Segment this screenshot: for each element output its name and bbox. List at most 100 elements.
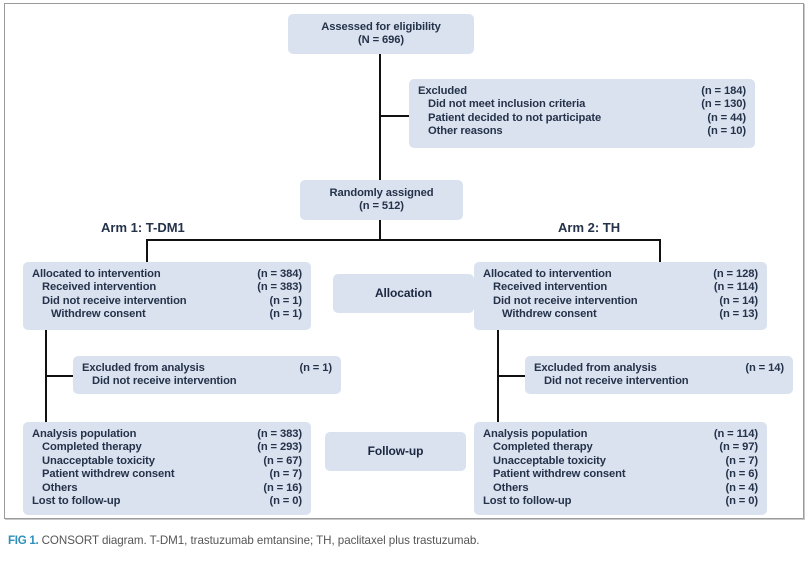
followup-row: Others (n = 4) — [483, 482, 758, 495]
followup-label: Patient withdrew consent — [42, 468, 175, 481]
followup-label: Patient withdrew consent — [493, 468, 626, 481]
excluded-count: (n = 44) — [707, 111, 746, 124]
randomized-title: Randomly assigned — [329, 186, 434, 199]
followup-row: Completed therapy (n = 97) — [483, 441, 758, 454]
followup-label: Others — [493, 481, 529, 494]
followup-label: Completed therapy — [42, 441, 142, 454]
excluded-analysis-label: Excluded from analysis — [534, 362, 657, 374]
allocation-row: Did not receive intervention (n = 14) — [483, 295, 758, 308]
excluded-analysis-row: Did not receive intervention — [82, 375, 332, 388]
allocation-label: Withdrew consent — [502, 308, 597, 321]
allocation-label: Received intervention — [42, 281, 157, 294]
allocation-row: Did not receive intervention (n = 1) — [32, 295, 302, 308]
allocation-count: (n = 383) — [257, 281, 302, 294]
excluded-row: Other reasons (n = 10) — [418, 125, 746, 138]
excluded-count: (n = 184) — [701, 85, 746, 97]
followup-count: (n = 97) — [719, 441, 758, 454]
box-excluded: Excluded (n = 184) Did not meet inclusio… — [409, 79, 755, 148]
connector-arm2-to-excluded-analysis — [497, 375, 529, 377]
excluded-label: Other reasons — [428, 125, 503, 138]
connector-randomized-down — [379, 209, 381, 241]
excluded-row: Excluded (n = 184) — [418, 85, 746, 98]
allocation-row: Received intervention (n = 383) — [32, 281, 302, 294]
excluded-count: (n = 130) — [701, 98, 746, 111]
followup-row: Unacceptable toxicity (n = 7) — [483, 455, 758, 468]
connector-arm1-to-excluded-analysis — [45, 375, 77, 377]
allocation-label: Did not receive intervention — [493, 294, 638, 307]
randomized-count: (n = 512) — [359, 200, 404, 212]
allocation-count: (n = 114) — [713, 281, 758, 294]
followup-count: (n = 383) — [257, 428, 302, 440]
figure-number: FIG 1. — [8, 534, 39, 547]
allocation-count: (n = 13) — [719, 308, 758, 321]
followup-row: Unacceptable toxicity (n = 67) — [32, 455, 302, 468]
allocation-row: Allocated to intervention (n = 128) — [483, 268, 758, 281]
followup-count: (n = 6) — [725, 468, 758, 481]
followup-label: Others — [42, 481, 78, 494]
followup-count: (n = 16) — [263, 481, 302, 494]
box-arm2-followup: Analysis population (n = 114) Completed … — [474, 422, 767, 515]
followup-label: Unacceptable toxicity — [493, 454, 606, 467]
allocation-count: (n = 1) — [269, 308, 302, 321]
followup-label: Unacceptable toxicity — [42, 454, 155, 467]
connector-arm2-down — [659, 239, 661, 264]
excluded-label: Did not meet inclusion criteria — [428, 98, 586, 111]
followup-label: Lost to follow-up — [32, 495, 121, 508]
excluded-analysis-label: Did not receive intervention — [92, 375, 237, 388]
excluded-row: Did not meet inclusion criteria (n = 130… — [418, 98, 746, 111]
followup-row: Analysis population (n = 383) — [32, 428, 302, 441]
assessed-count: (N = 696) — [357, 34, 405, 46]
followup-count: (n = 67) — [263, 454, 302, 467]
allocation-label: Received intervention — [493, 281, 608, 294]
connector-arm-split — [146, 239, 661, 241]
followup-row: Patient withdrew consent (n = 7) — [32, 468, 302, 481]
stage-label-followup: Follow-up — [325, 432, 466, 471]
figure-caption-text: CONSORT diagram. T-DM1, trastuzumab emta… — [41, 534, 480, 547]
excluded-analysis-count: (n = 14) — [745, 362, 784, 374]
arm1-header: Arm 1: T-DM1 — [101, 220, 185, 235]
box-arm1-excluded-from-analysis: Excluded from analysis (n = 1) Did not r… — [73, 356, 341, 394]
allocation-count: (n = 128) — [713, 268, 758, 280]
box-arm2-allocation: Allocated to intervention (n = 128) Rece… — [474, 262, 767, 330]
diagram-panel: Assessed for eligibility (N = 696) Exclu… — [4, 3, 804, 519]
figure-caption: FIG 1. CONSORT diagram. T-DM1, trastuzum… — [8, 534, 804, 547]
excluded-row: Patient decided to not participate (n = … — [418, 112, 746, 125]
followup-row: Analysis population (n = 114) — [483, 428, 758, 441]
allocation-label: Withdrew consent — [51, 308, 146, 321]
followup-count: (n = 0) — [269, 495, 302, 508]
allocation-row: Withdrew consent (n = 1) — [32, 308, 302, 321]
followup-count: (n = 114) — [713, 428, 758, 440]
excluded-label: Patient decided to not participate — [428, 111, 602, 124]
allocation-row: Allocated to intervention (n = 384) — [32, 268, 302, 281]
excluded-count: (n = 10) — [707, 125, 746, 138]
followup-count: (n = 293) — [257, 441, 302, 454]
allocation-label: Did not receive intervention — [42, 294, 187, 307]
followup-row: Patient withdrew consent (n = 6) — [483, 468, 758, 481]
assessed-title: Assessed for eligibility — [321, 20, 441, 33]
followup-label: Analysis population — [483, 428, 588, 440]
excluded-analysis-row: Did not receive intervention — [534, 375, 784, 388]
excluded-label: Excluded — [418, 85, 467, 97]
box-arm1-allocation: Allocated to intervention (n = 384) Rece… — [23, 262, 311, 330]
followup-label: Lost to follow-up — [483, 495, 572, 508]
followup-count: (n = 4) — [725, 481, 758, 494]
followup-label: Analysis population — [32, 428, 137, 440]
followup-count: (n = 7) — [725, 454, 758, 467]
followup-count: (n = 7) — [269, 468, 302, 481]
excluded-analysis-row: Excluded from analysis (n = 14) — [534, 362, 784, 375]
followup-label: Completed therapy — [493, 441, 593, 454]
excluded-analysis-count: (n = 1) — [299, 362, 332, 374]
stage-label-allocation: Allocation — [333, 274, 474, 313]
excluded-analysis-label: Excluded from analysis — [82, 362, 205, 374]
followup-row: Lost to follow-up (n = 0) — [483, 495, 758, 508]
allocation-count: (n = 1) — [269, 294, 302, 307]
followup-row: Lost to follow-up (n = 0) — [32, 495, 302, 508]
excluded-analysis-label: Did not receive intervention — [544, 375, 689, 388]
followup-row: Completed therapy (n = 293) — [32, 441, 302, 454]
arm2-header: Arm 2: TH — [558, 220, 621, 235]
allocation-label: Allocated to intervention — [32, 268, 161, 280]
allocation-count: (n = 384) — [257, 268, 302, 280]
allocation-label: Allocated to intervention — [483, 268, 612, 280]
allocation-row: Withdrew consent (n = 13) — [483, 308, 758, 321]
